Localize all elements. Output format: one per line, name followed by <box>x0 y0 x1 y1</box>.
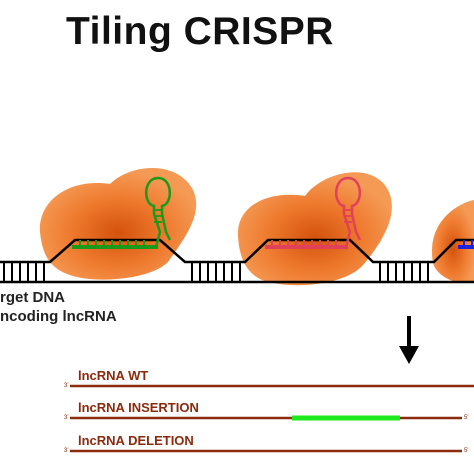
target-dna-label: rget DNA <box>0 289 66 306</box>
down-arrow-icon <box>399 316 419 364</box>
transcript-wt-label: lncRNA WT <box>78 368 149 383</box>
transcript-insertion-end5: 3' <box>64 415 69 421</box>
guide-rna-1 <box>72 176 172 249</box>
transcript-insertion-label: lncRNA INSERTION <box>78 400 199 415</box>
transcript-deletion-end3: 5' <box>464 448 469 454</box>
target-dna <box>0 238 474 284</box>
cas9-complex-1 <box>39 168 197 280</box>
transcript-insertion-end3: 5' <box>464 415 469 421</box>
guide-rna-3 <box>458 240 474 249</box>
dna-rungs-3 <box>379 262 429 282</box>
transcript-deletion-label: lncRNA DELETION <box>78 433 194 448</box>
cas9-complex-2 <box>237 172 392 286</box>
dna-rungs-2 <box>191 262 241 282</box>
transcript-deletion-end5: 3' <box>64 448 69 454</box>
transcript-wt-end: 3' <box>64 383 69 389</box>
figure-title: Tiling CRISPR <box>66 10 334 53</box>
coding-lncrna-label: ncoding lncRNA <box>0 308 117 325</box>
dna-rungs-1 <box>3 262 45 282</box>
guide-rna-2 <box>265 176 362 249</box>
